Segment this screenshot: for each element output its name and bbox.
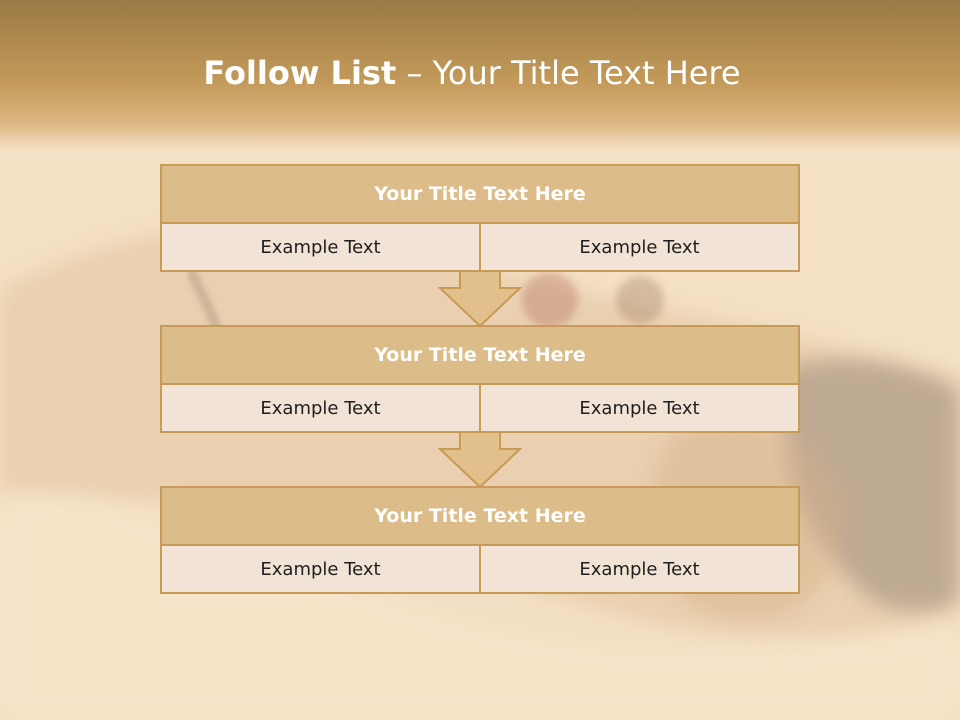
block-cell-left: Example Text: [260, 236, 381, 258]
block-row: Example Text Example Text: [162, 224, 798, 270]
list-block-1: Your Title Text Here Example Text Exampl…: [160, 164, 800, 272]
block-row: Example Text Example Text: [162, 546, 798, 592]
block-cell-left: Example Text: [260, 397, 381, 419]
slide-title-rest: – Your Title Text Here: [396, 54, 741, 92]
block-title: Your Title Text Here: [162, 166, 798, 224]
block-title: Your Title Text Here: [162, 488, 798, 546]
title-band: [0, 0, 960, 150]
block-row: Example Text Example Text: [162, 385, 798, 431]
list-block-3: Your Title Text Here Example Text Exampl…: [160, 486, 800, 594]
block-cell-right: Example Text: [479, 546, 798, 592]
slide-title-bold: Follow List: [203, 54, 397, 92]
block-cell-right: Example Text: [479, 224, 798, 270]
block-cell-left: Example Text: [260, 558, 381, 580]
list-block-2: Your Title Text Here Example Text Exampl…: [160, 325, 800, 433]
down-arrow-icon: [438, 270, 522, 328]
block-cell-right: Example Text: [479, 385, 798, 431]
down-arrow-icon: [438, 431, 522, 489]
block-title: Your Title Text Here: [162, 327, 798, 385]
slide-title: Follow List – Your Title Text Here: [0, 54, 944, 92]
